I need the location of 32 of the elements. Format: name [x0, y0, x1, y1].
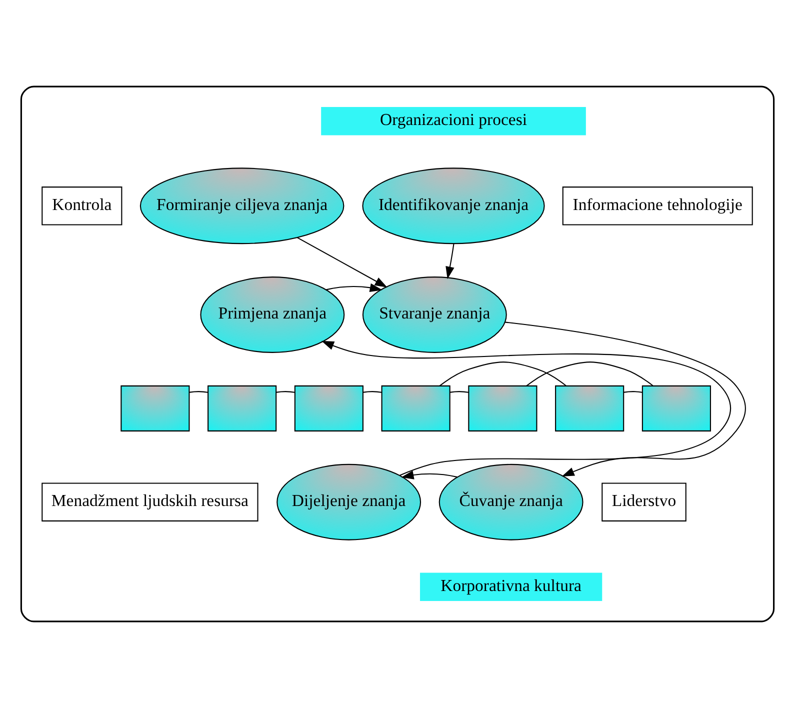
node-ellipse: Primjena znanja [200, 276, 345, 353]
arrow [504, 322, 746, 476]
node-ellipse: Formiranje ciljeva znanja [140, 168, 344, 244]
node-box [642, 385, 711, 432]
node-box [120, 385, 190, 432]
cluster [20, 86, 775, 622]
connector [450, 391, 469, 393]
node-ellipse: Identifikovanje znanja [362, 168, 545, 244]
node-box: Organizacioni procesi [321, 106, 586, 136]
node-box: Informacione tehnologije [562, 186, 753, 226]
node-ellipse: Čuvanje znanja [438, 464, 584, 540]
connector [439, 362, 566, 386]
connector [526, 362, 654, 386]
node-box [468, 385, 538, 432]
node-box: Korporativna kultura [420, 572, 602, 602]
node-ellipse: Dijeljenje znanja [276, 464, 422, 540]
node-box: Liderstvo [602, 482, 686, 522]
arrow [326, 283, 382, 292]
connector [363, 391, 382, 393]
node-box [208, 385, 277, 432]
node-box [555, 385, 624, 432]
connector [624, 391, 642, 393]
arrow [321, 340, 731, 476]
arrow [401, 470, 458, 480]
arrow [297, 237, 388, 288]
arrow [446, 244, 454, 280]
node-box: Menadžment ljudskih resursa [42, 482, 258, 522]
node-box: Kontrola [42, 186, 122, 226]
connector [189, 391, 208, 393]
connector [276, 391, 295, 393]
node-box [381, 385, 450, 432]
node-box [294, 385, 364, 432]
